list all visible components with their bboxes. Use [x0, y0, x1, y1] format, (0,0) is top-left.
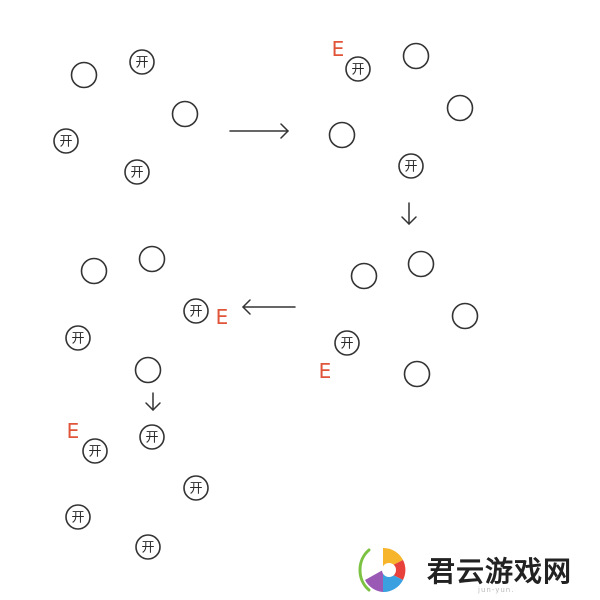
symbol-circle — [334, 330, 360, 356]
symbol-circle — [82, 438, 108, 464]
symbol-glyph: 开 — [404, 160, 417, 175]
e-label: E — [319, 359, 332, 383]
empty-circle — [328, 121, 356, 149]
symbol-circle — [345, 56, 371, 82]
arrow-down-4 — [145, 392, 161, 411]
symbol-glyph: 开 — [71, 511, 84, 526]
empty-circle — [350, 262, 378, 290]
symbol-circle — [135, 534, 161, 560]
state-1: 开开开 — [53, 49, 199, 185]
symbol-glyph: 开 — [340, 337, 353, 352]
empty-circle — [134, 356, 162, 384]
symbol-circle — [65, 504, 91, 530]
symbol-glyph: 开 — [130, 166, 143, 181]
empty-circle — [402, 42, 430, 70]
empty-circle — [80, 257, 108, 285]
symbol-circle — [129, 49, 155, 75]
arrow-down-2 — [401, 202, 417, 225]
empty-circle — [171, 100, 199, 128]
symbol-glyph: 开 — [59, 135, 72, 150]
symbol-circle — [65, 325, 91, 351]
empty-circle — [70, 61, 98, 89]
symbol-circle — [183, 298, 209, 324]
watermark-subtext: jun-yun. — [478, 586, 515, 594]
symbol-circle — [53, 128, 79, 154]
symbol-circle — [183, 475, 209, 501]
empty-circle — [407, 250, 435, 278]
symbol-glyph: 开 — [141, 541, 154, 556]
e-label: E — [216, 305, 229, 329]
state-2: 开E开 — [328, 37, 474, 179]
empty-circle — [446, 94, 474, 122]
e-label: E — [332, 37, 345, 61]
symbol-circle — [398, 153, 424, 179]
symbol-glyph: 开 — [71, 332, 84, 347]
empty-circle — [451, 302, 479, 330]
watermark: 君云游戏网 — [355, 542, 572, 598]
watermark-text: 君云游戏网 — [427, 555, 573, 588]
watermark-logo-icon — [358, 547, 406, 593]
symbol-glyph: 开 — [135, 56, 148, 71]
empty-circle — [403, 360, 431, 388]
empty-circle — [138, 245, 166, 273]
symbol-circle — [124, 159, 150, 185]
symbol-circle — [139, 424, 165, 450]
symbol-glyph: 开 — [189, 305, 202, 320]
state-3: 开E — [319, 250, 479, 388]
arrow-left-3 — [242, 299, 296, 315]
arrow-right-1 — [229, 123, 289, 139]
symbol-glyph: 开 — [351, 63, 364, 78]
e-label: E — [67, 419, 80, 443]
symbol-glyph: 开 — [189, 482, 202, 497]
symbol-glyph: 开 — [145, 431, 158, 446]
symbol-glyph: 开 — [88, 445, 101, 460]
